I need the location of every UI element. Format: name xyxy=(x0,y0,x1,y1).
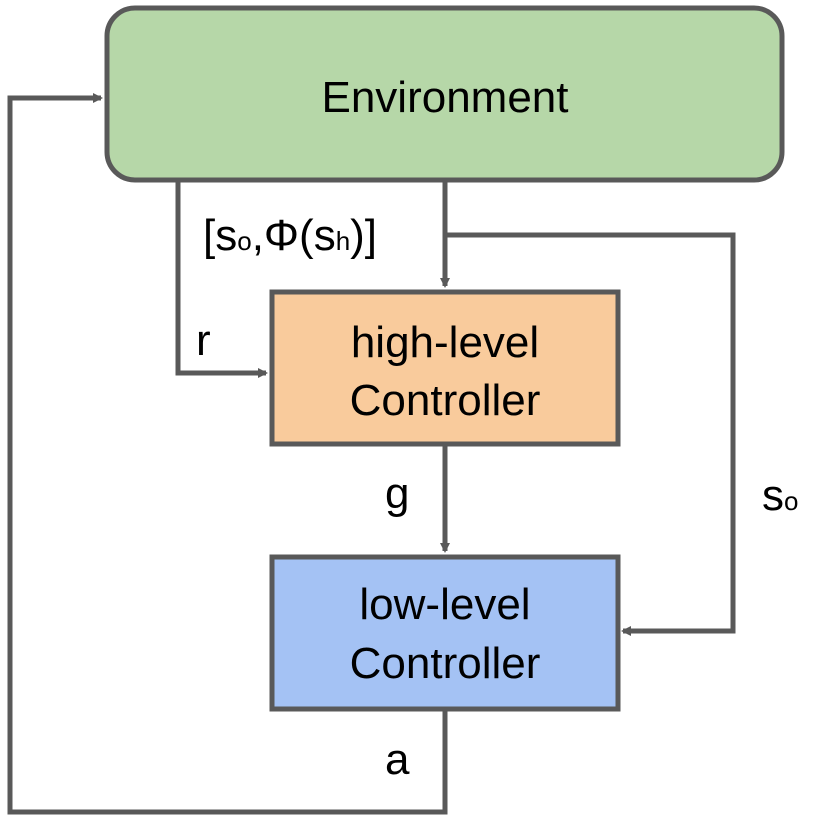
edges xyxy=(7,93,736,815)
low-level-controller-node: low-level Controller xyxy=(269,554,621,712)
low-level-label-line2: Controller xyxy=(350,639,541,688)
high-level-label-line1: high-level xyxy=(351,318,539,367)
high-level-label-line2: Controller xyxy=(350,376,541,425)
low-level-controller-box xyxy=(269,554,621,712)
environment-box xyxy=(104,5,785,183)
action-arrow xyxy=(7,93,448,815)
high-level-controller-node: high-level Controller xyxy=(269,289,621,447)
goal-label: g xyxy=(385,469,409,518)
action-label: a xyxy=(385,735,410,784)
observation-label: [so,Φ(sh)] xyxy=(203,211,377,260)
reward-arrow xyxy=(175,182,268,378)
state-to-low-level-arrow xyxy=(445,232,736,636)
state-label: so xyxy=(762,471,798,520)
low-level-label-line1: low-level xyxy=(359,580,530,629)
reward-label: r xyxy=(196,316,211,365)
environment-label: Environment xyxy=(321,73,568,122)
environment-node: Environment xyxy=(104,5,785,183)
high-level-controller-box xyxy=(269,289,621,447)
